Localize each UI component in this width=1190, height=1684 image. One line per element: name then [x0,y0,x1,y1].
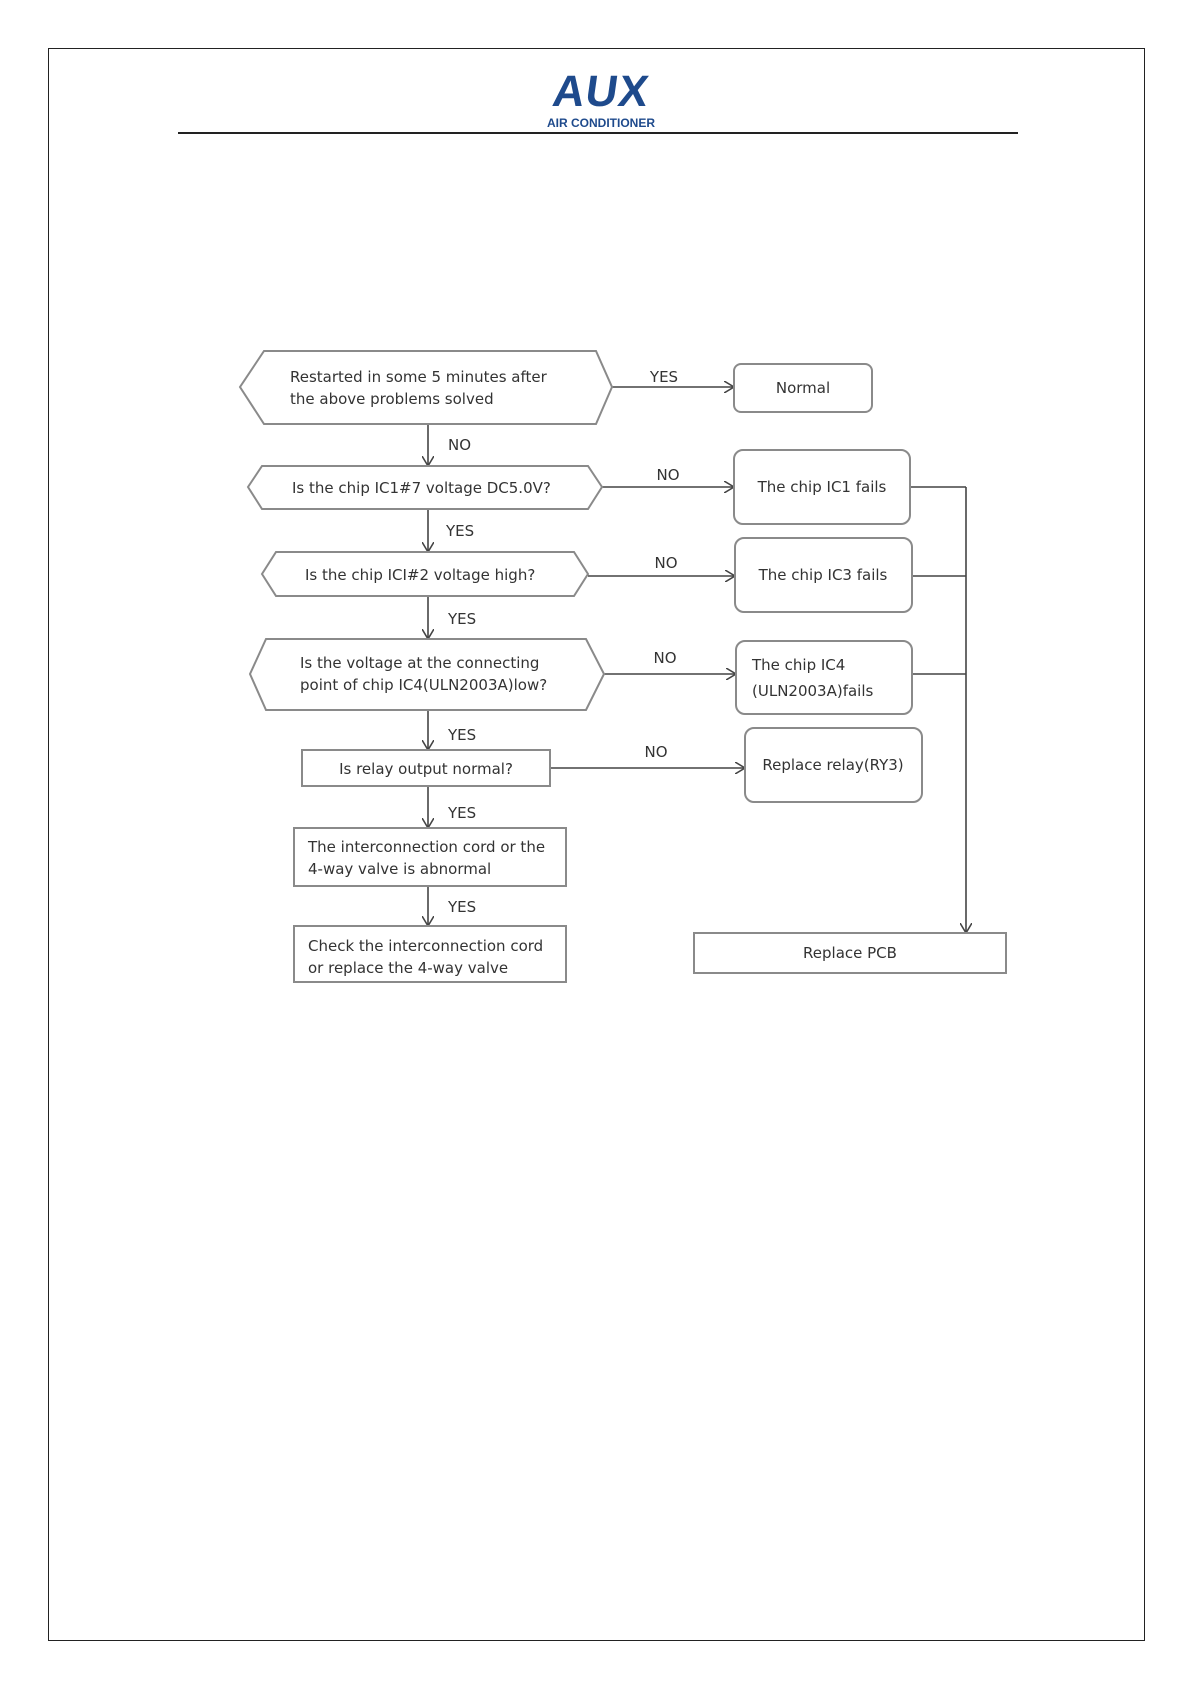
node-ic3-fails-text: The chip IC3 fails [758,566,888,584]
node-ic4-fails-line-2: (ULN2003A)fails [752,682,874,700]
page-frame [48,48,1145,1641]
node-ic4-fails-line-1: The chip IC4 [751,656,845,674]
label-no-ic12: NO [654,554,677,572]
node-cord-abnormal: The interconnection cord or the 4-way val… [293,827,567,887]
node-cord-abnormal-line-2: 4-way valve is abnormal [308,860,491,878]
label-yes-normal: YES [649,368,678,386]
svg-text:Is the voltage at the connecti: Is the voltage at the connecting point of… [300,654,547,694]
node-replace-pcb-text: Replace PCB [803,944,897,962]
edge-labels: YES NO NO YES NO YES NO YES NO YES YES [445,368,680,916]
node-restart-line-1: Restarted in some 5 minutes after [290,368,548,386]
label-no-ic4: NO [653,649,676,667]
node-check-cord-line-2: or replace the 4-way valve [308,959,508,977]
node-ic4-voltage-line-1: Is the voltage at the connecting [300,654,539,672]
node-replace-relay: Replace relay(RY3) [744,727,923,803]
node-restart-line-2: the above problems solved [290,390,494,408]
label-yes-cord: YES [447,898,476,916]
node-relay-output-text: Is relay output normal? [339,760,513,778]
header-divider [178,132,1018,134]
svg-text:Check the interconnection cord: Check the interconnection cord or replace… [308,937,543,977]
node-ic1-fails-text: The chip IC1 fails [757,478,887,496]
svg-text:Restarted in some 5 minutes af: Restarted in some 5 minutes after the abo… [290,368,548,408]
node-ic1-voltage-text: Is the chip IC1#7 voltage DC5.0V? [292,479,551,497]
node-replace-pcb: Replace PCB [693,932,1007,974]
node-cord-abnormal-line-1: The interconnection cord or the [307,838,545,856]
label-no-restart: NO [448,436,471,454]
node-replace-relay-text: Replace relay(RY3) [762,756,903,774]
label-yes-ic4: YES [447,726,476,744]
node-ic1-voltage-decision: Is the chip IC1#7 voltage DC5.0V? [246,465,604,510]
node-restart-decision: Restarted in some 5 minutes after the abo… [238,350,614,425]
node-ic4-fails: The chip IC4 (ULN2003A)fails [735,640,913,715]
node-ic4-voltage-line-2: point of chip IC4(ULN2003A)low? [300,676,547,694]
node-ic1-2-text: Is the chip ICI#2 voltage high? [305,566,535,584]
aux-logo: AUX AIR CONDITIONER [536,67,666,130]
node-normal: Normal [733,363,873,413]
node-ic1-fails: The chip IC1 fails [733,449,911,525]
node-ic4-voltage-decision: Is the voltage at the connecting point of… [248,638,606,711]
label-no-ic1: NO [656,466,679,484]
node-ic1-2-decision: Is the chip ICI#2 voltage high? [260,551,590,597]
svg-text:The chip IC4(ULN2003A)fails: The chip IC4 (ULN2003A)fails [751,656,874,700]
node-check-cord: Check the interconnection cord or replace… [293,925,567,983]
node-ic3-fails: The chip IC3 fails [734,537,913,613]
logo-tagline: AIR CONDITIONER [547,116,655,130]
svg-text:The interconnection cord or th: The interconnection cord or the 4-way val… [307,838,545,878]
label-yes-relay: YES [447,804,476,822]
node-normal-text: Normal [776,379,830,397]
node-check-cord-line-1: Check the interconnection cord [308,937,543,955]
connectors [428,387,966,933]
label-yes-ic12: YES [447,610,476,628]
label-no-relay: NO [644,743,667,761]
label-yes-ic1: YES [445,522,474,540]
node-relay-output-decision: Is relay output normal? [301,749,551,787]
